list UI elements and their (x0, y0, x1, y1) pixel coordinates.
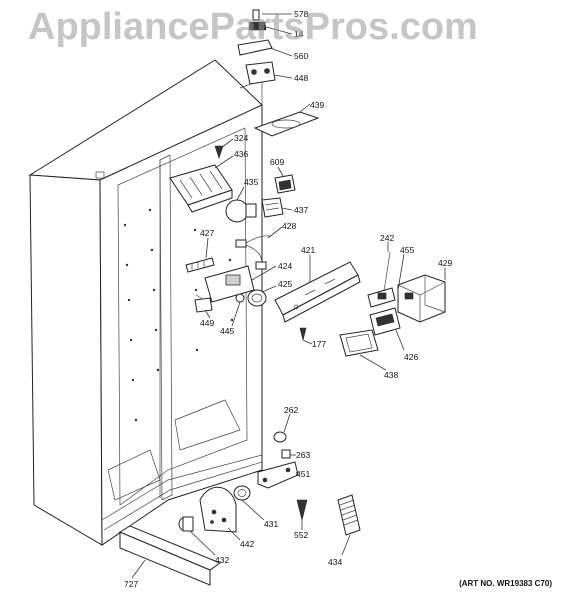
leader-lines (131, 13, 446, 579)
switch-455 (367, 287, 396, 308)
cover-439 (253, 111, 320, 137)
callout-262: 262 (284, 405, 298, 415)
screw-324 (214, 145, 224, 159)
rotor-442 (199, 486, 237, 533)
socket-437 (261, 197, 284, 218)
callout-449: 449 (200, 318, 214, 328)
dispenser-control-426 (369, 307, 401, 336)
roller-432 (178, 516, 194, 532)
control-housing-421 (274, 261, 361, 323)
grille-434 (337, 494, 361, 536)
callout-578: 578 (294, 9, 308, 19)
callout-428: 428 (282, 221, 296, 231)
knob-425 (247, 289, 267, 307)
callout-177: 177 (312, 339, 326, 349)
callout-425: 425 (278, 279, 292, 289)
callout-labels: 578 14 560 448 439 324 436 609 435 437 4… (124, 9, 452, 589)
callout-451: 451 (296, 469, 310, 479)
hinge-451 (257, 461, 299, 489)
callout-263: 263 (296, 450, 310, 460)
cabinet-body (28, 59, 263, 546)
callout-445: 445 (220, 326, 234, 336)
shim-560 (237, 39, 273, 56)
harness-428 (235, 235, 271, 270)
callout-436: 436 (234, 149, 248, 159)
knob-445 (235, 293, 245, 303)
callout-455: 455 (400, 245, 414, 255)
top-hinge-assembly (237, 9, 276, 85)
callout-609: 609 (270, 157, 284, 167)
hinge-448 (245, 61, 276, 85)
callout-421: 421 (301, 245, 315, 255)
bushing-263 (281, 449, 291, 459)
callout-438: 438 (384, 370, 398, 380)
callout-242: 242 (380, 233, 394, 243)
callout-437: 437 (294, 205, 308, 215)
callout-432: 432 (215, 555, 229, 565)
callout-324: 324 (234, 133, 248, 143)
callout-427: 427 (200, 228, 214, 238)
callout-439: 439 (310, 100, 324, 110)
screw-578 (252, 9, 260, 21)
art-number: (ART NO. WR19383 C70) (459, 579, 552, 588)
switch-609 (274, 174, 296, 194)
kickplate-727 (118, 525, 222, 586)
bulb-435 (225, 199, 257, 223)
callout-435: 435 (244, 177, 258, 187)
light-shield-436 (169, 164, 233, 213)
part-449 (194, 297, 213, 313)
roller-431 (233, 485, 251, 501)
callout-727: 727 (124, 579, 138, 589)
screw-177 (299, 327, 307, 341)
bracket-429 (397, 274, 446, 323)
callout-434: 434 (328, 557, 342, 567)
callout-429: 429 (438, 258, 452, 268)
callout-560: 560 (294, 51, 308, 61)
callout-424: 424 (278, 261, 292, 271)
callout-431: 431 (264, 519, 278, 529)
cap-262 (273, 431, 287, 443)
harness-427 (185, 257, 215, 273)
callout-448: 448 (294, 73, 308, 83)
frame-438 (339, 329, 379, 357)
callout-442: 442 (240, 539, 254, 549)
screw-552 (296, 499, 308, 521)
bushing-14 (248, 21, 267, 31)
callout-426: 426 (404, 352, 418, 362)
callout-552: 552 (294, 530, 308, 540)
callout-14: 14 (294, 29, 304, 39)
